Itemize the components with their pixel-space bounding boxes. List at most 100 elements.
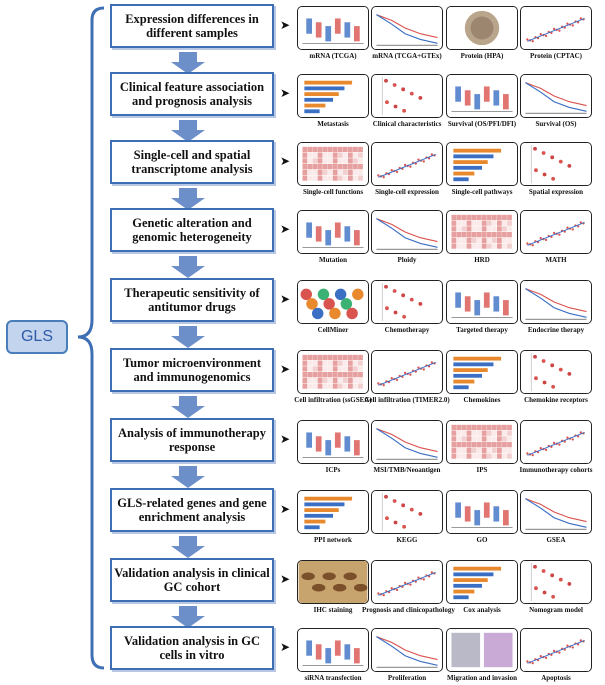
panel-caption: MATH (545, 256, 567, 264)
step-box-2: Clinical feature association and prognos… (110, 72, 274, 116)
thumbnail-panel (297, 74, 369, 118)
thumbnail-panel (371, 350, 443, 394)
thumbnail-figure (521, 629, 591, 671)
panel-caption: Survival (OS) (535, 120, 577, 128)
step-title: Single-cell and spatial transcriptome an… (131, 148, 253, 176)
thumbnail-panel (520, 628, 592, 672)
step-title: Genetic alteration and genomic heterogen… (132, 216, 252, 244)
thumbnail-figure (298, 421, 368, 463)
thumbnail-figure (372, 143, 442, 185)
step-title: Tumor microenvironment and immunogenomic… (122, 356, 262, 384)
down-arrow (171, 52, 205, 74)
right-arrow-icon: ➤ (280, 432, 291, 446)
down-arrow (171, 188, 205, 210)
thumbnail-panel (520, 560, 592, 604)
step-box-3: Single-cell and spatial transcriptome an… (110, 140, 274, 184)
thumbnail-panel (297, 142, 369, 186)
panel-caption: siRNA transfection (304, 674, 362, 682)
thumbnail-figure (521, 491, 591, 533)
panel-caption: Apoptosis (541, 674, 571, 682)
down-arrow (171, 120, 205, 142)
panel-caption: IHC staining (313, 606, 353, 614)
right-arrow-icon: ➤ (280, 502, 291, 516)
down-arrow (171, 466, 205, 488)
thumbnail-panel (297, 210, 369, 254)
thumbnail-figure (521, 561, 591, 603)
thumbnail-figure (447, 351, 517, 393)
right-arrow-icon: ➤ (280, 572, 291, 586)
thumbnail-panel (371, 210, 443, 254)
step-box-7: Analysis of immunotherapy response (110, 418, 274, 462)
thumbnail-figure (372, 281, 442, 323)
right-arrow-icon: ➤ (280, 86, 291, 100)
gls-center-label: GLS (6, 320, 68, 354)
thumbnail-figure (298, 491, 368, 533)
brace-connector (77, 6, 105, 670)
step-box-9: Validation analysis in clinical GC cohor… (110, 558, 274, 602)
thumbnail-panel (446, 142, 518, 186)
thumbnail-figure (447, 561, 517, 603)
down-arrow (171, 536, 205, 558)
step-box-4: Genetic alteration and genomic heterogen… (110, 208, 274, 252)
right-arrow-icon: ➤ (280, 18, 291, 32)
panel-caption: Single-cell functions (302, 188, 364, 196)
thumbnail-panel (446, 350, 518, 394)
thumbnail-figure (447, 143, 517, 185)
thumbnail-figure (372, 491, 442, 533)
thumbnail-figure (521, 75, 591, 117)
thumbnail-panel (520, 420, 592, 464)
panel-caption: Protein (HPA) (460, 52, 504, 60)
panel-caption: mRNA (TCGA) (309, 52, 357, 60)
thumbnail-panel (520, 142, 592, 186)
thumbnail-panel (297, 420, 369, 464)
panel-caption: Survival (OS/PFI/DFI) (447, 120, 517, 128)
down-arrow (171, 256, 205, 278)
thumbnail-panel (297, 560, 369, 604)
panel-caption: Chemokine receptors (524, 396, 588, 404)
thumbnail-figure (372, 7, 442, 49)
thumbnail-figure (298, 561, 368, 603)
thumbnail-panel (446, 74, 518, 118)
panel-caption: Immunotherapy cohorts (519, 466, 593, 474)
panel-caption: GO (476, 536, 488, 544)
thumbnail-figure (447, 281, 517, 323)
thumbnail-panel (371, 420, 443, 464)
panel-caption: Chemokines (463, 396, 501, 404)
step-box-6: Tumor microenvironment and immunogenomic… (110, 348, 274, 392)
thumbnail-figure (447, 7, 517, 49)
thumbnail-figure (372, 561, 442, 603)
panel-caption: GSEA (546, 536, 566, 544)
thumbnail-figure (447, 421, 517, 463)
step-title: Clinical feature association and prognos… (119, 80, 265, 108)
panel-caption: Endocrine therapy (527, 326, 585, 334)
thumbnail-figure (298, 281, 368, 323)
panel-caption: HRD (474, 256, 490, 264)
thumbnail-panel (371, 560, 443, 604)
thumbnail-panel (520, 210, 592, 254)
thumbnail-panel (446, 280, 518, 324)
thumbnail-panel (520, 280, 592, 324)
step-title: GLS-related genes and gene enrichment an… (117, 496, 267, 524)
panel-caption: KEGG (396, 536, 418, 544)
panel-caption: Cox analysis (463, 606, 501, 614)
thumbnail-figure (298, 143, 368, 185)
thumbnail-figure (447, 491, 517, 533)
thumbnail-figure (521, 143, 591, 185)
panel-caption: Cell infiltration (TIMER2.0) (364, 396, 450, 404)
thumbnail-panel (446, 6, 518, 50)
thumbnail-figure (521, 351, 591, 393)
step-box-5: Therapeutic sensitivity of antitumor dru… (110, 278, 274, 322)
down-arrow (171, 326, 205, 348)
panel-caption: mRNA (TCGA+GTEx) (372, 52, 442, 60)
thumbnail-panel (297, 280, 369, 324)
step-box-10: Validation analysis in GC cells in vitro (110, 626, 274, 670)
panel-caption: Clinical characteristics (372, 120, 442, 128)
right-arrow-icon: ➤ (280, 640, 291, 654)
thumbnail-panel (520, 350, 592, 394)
thumbnail-figure (298, 351, 368, 393)
thumbnail-panel (371, 142, 443, 186)
thumbnail-figure (372, 75, 442, 117)
panel-caption: MSI/TMB/Neoantigen (373, 466, 441, 474)
thumbnail-figure (298, 75, 368, 117)
panel-caption: CellMiner (317, 326, 349, 334)
